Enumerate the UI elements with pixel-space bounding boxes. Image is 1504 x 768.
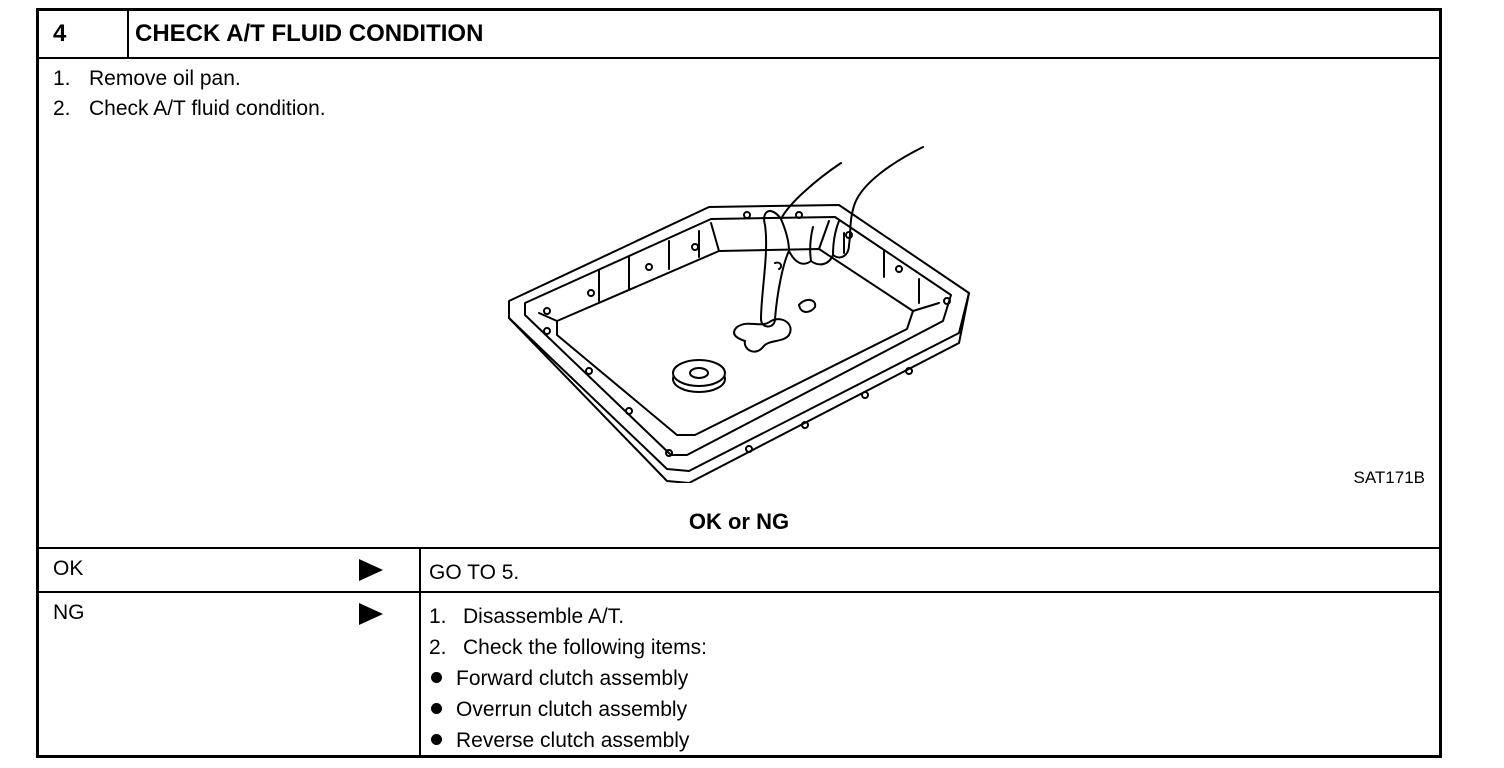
check-item-text: Overrun clutch assembly [456,698,688,721]
check-item-text: Forward clutch assembly [456,667,689,690]
ng-step-2: 2. Check the following items: [429,632,707,663]
bullet-icon [431,703,442,714]
instruction-2-number: 2. [53,97,71,120]
check-item-text: Reverse clutch assembly [456,729,690,752]
step-header: 4 CHECK A/T FLUID CONDITION [39,11,1439,59]
outcome-ok-result: GO TO 5. [429,561,520,584]
oil-pan-hand-illustration [508,146,970,483]
instruction-2-text: Check A/T fluid condition. [89,97,326,120]
check-item: Forward clutch assembly [429,663,707,694]
bullet-icon [431,734,442,745]
ng-step-2-text: Check the following items: [463,636,707,659]
check-item: Reverse clutch assembly [429,725,707,756]
step-title: CHECK A/T FLUID CONDITION [135,20,484,47]
step-number: 4 [39,11,129,57]
ng-step-2-number: 2. [429,636,447,659]
step-body: 1. Remove oil pan. 2. Check A/T fluid cond… [39,59,1439,549]
instruction-1-number: 1. [53,67,71,90]
right-arrow-icon [359,603,383,625]
decision-label: OK or NG [688,509,790,534]
ng-step-1: 1. Disassemble A/T. [429,601,707,632]
outcome-ok-label: OK [53,557,84,580]
outcome-ng-label: NG [53,601,85,624]
ng-step-1-number: 1. [429,605,447,628]
outcome-ok-row: OK GO TO 5. [39,549,1439,593]
ng-step-1-text: Disassemble A/T. [463,605,625,628]
bullet-icon [431,672,442,683]
instruction-1: 1. Remove oil pan. [53,67,241,91]
figure-code: SAT171B [1353,468,1425,487]
outcome-ng-result: 1. Disassemble A/T. 2. Check the following… [429,601,707,756]
outcome-ng-row: NG 1. Disassemble A/T. 2. Check the follow… [39,593,1439,755]
instruction-1-text: Remove oil pan. [89,67,241,90]
column-divider [419,549,421,591]
procedure-table: 4 CHECK A/T FLUID CONDITION 1. Remove oil… [36,8,1442,758]
check-item: Overrun clutch assembly [429,694,707,725]
column-divider [419,593,421,755]
instruction-2: 2. Check A/T fluid condition. [53,97,326,121]
right-arrow-icon [359,559,383,581]
